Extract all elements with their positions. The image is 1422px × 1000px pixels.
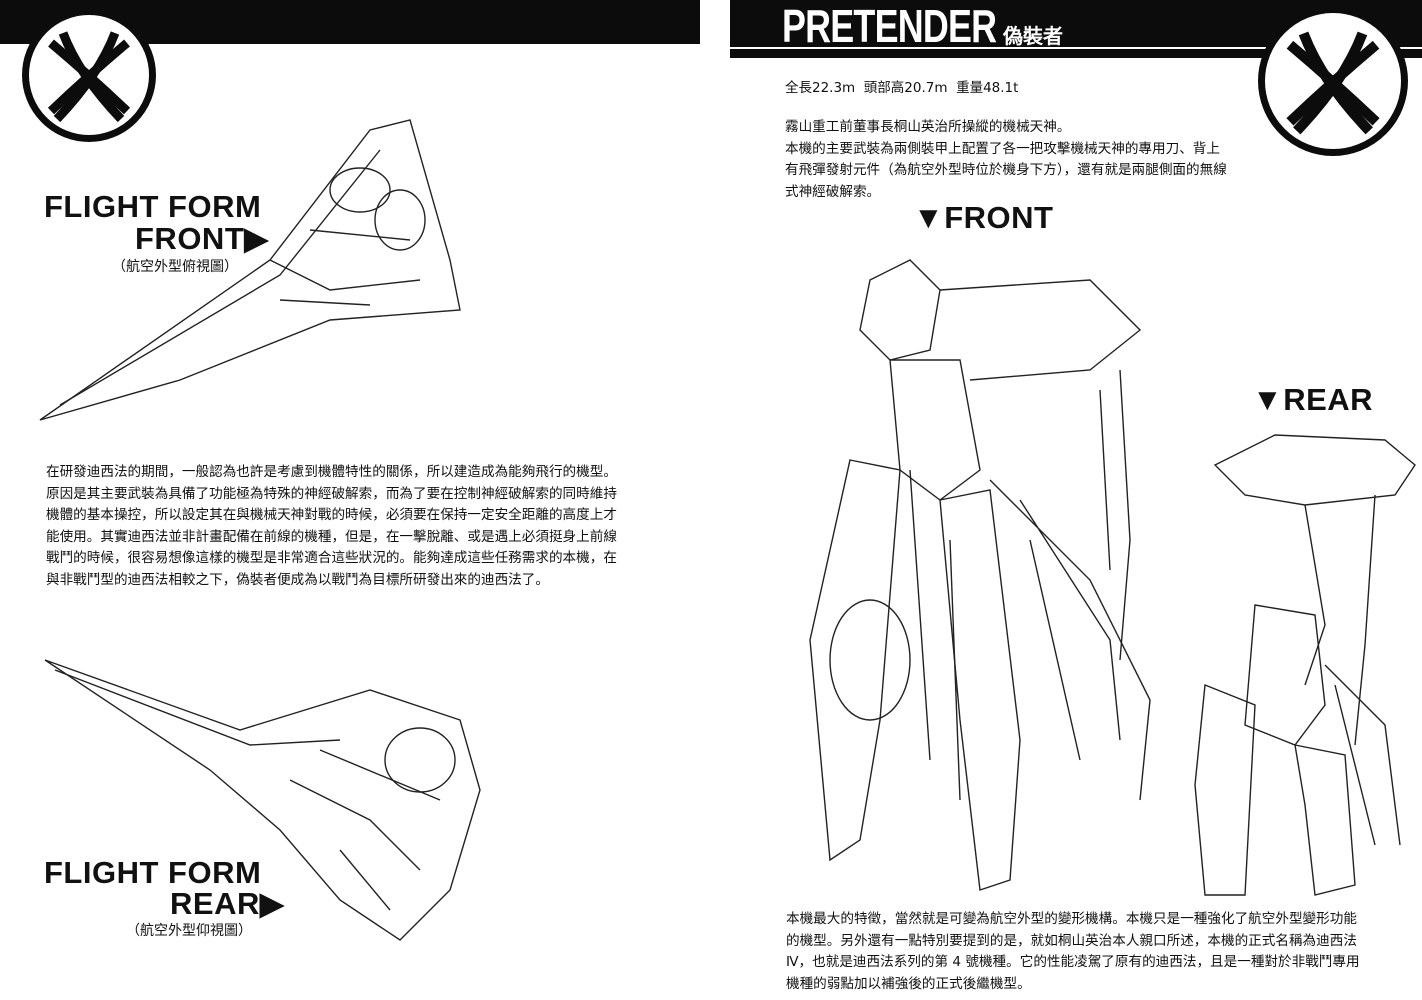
footer-text: 本機最大的特徵，當然就是可變為航空外型的變形機構。本機只是一種強化了航空外型變形… <box>786 911 1360 992</box>
left-description: 在研發迪西法的期間，一般認為也許是考慮到機體特性的關係，所以建造成為能夠飛行的機… <box>46 464 617 588</box>
rear-title-line2: REAR▶ <box>170 888 284 919</box>
intro-text: 霧山重工前董事長桐山英治所操縱的機械天神。 本機的主要武裝為兩側裝甲上配置了各一… <box>785 119 1227 200</box>
triangle-down-icon: ▼ <box>1252 382 1284 417</box>
rear-title-text: REAR <box>170 886 260 921</box>
front-view-text: FRONT <box>944 200 1054 235</box>
front-view-label: ▼FRONT <box>913 202 1053 233</box>
front-caption: （航空外型俯視圖） <box>112 259 238 275</box>
specs: 全長22.3m 頭部高20.7m 重量48.1t <box>785 80 1019 96</box>
header-stripe <box>730 49 1422 58</box>
triangle-right-icon: ▶ <box>259 886 285 921</box>
front-title-line2: FRONT▶ <box>135 223 269 254</box>
mech-rear-drawing <box>1194 434 1416 896</box>
page-title-zh: 偽裝者 <box>1003 24 1063 48</box>
rear-view-label: ▼REAR <box>1252 384 1373 415</box>
page-title: PRETENDER <box>782 0 997 52</box>
rear-view-text: REAR <box>1283 382 1374 417</box>
rear-caption: （航空外型仰視圖） <box>126 923 252 939</box>
front-title-text: FRONT <box>135 221 245 256</box>
triangle-right-icon: ▶ <box>244 221 269 256</box>
x-logo-right <box>1258 6 1408 156</box>
flight-form-front-drawing <box>39 119 461 421</box>
front-title-line1: FLIGHT FORM <box>44 189 262 224</box>
triangle-down-icon: ▼ <box>913 200 945 235</box>
flight-form-rear-drawing <box>44 659 481 941</box>
x-logo-left <box>22 8 156 142</box>
mech-front-drawing <box>809 259 1151 891</box>
rear-title-line1: FLIGHT FORM <box>44 855 262 890</box>
